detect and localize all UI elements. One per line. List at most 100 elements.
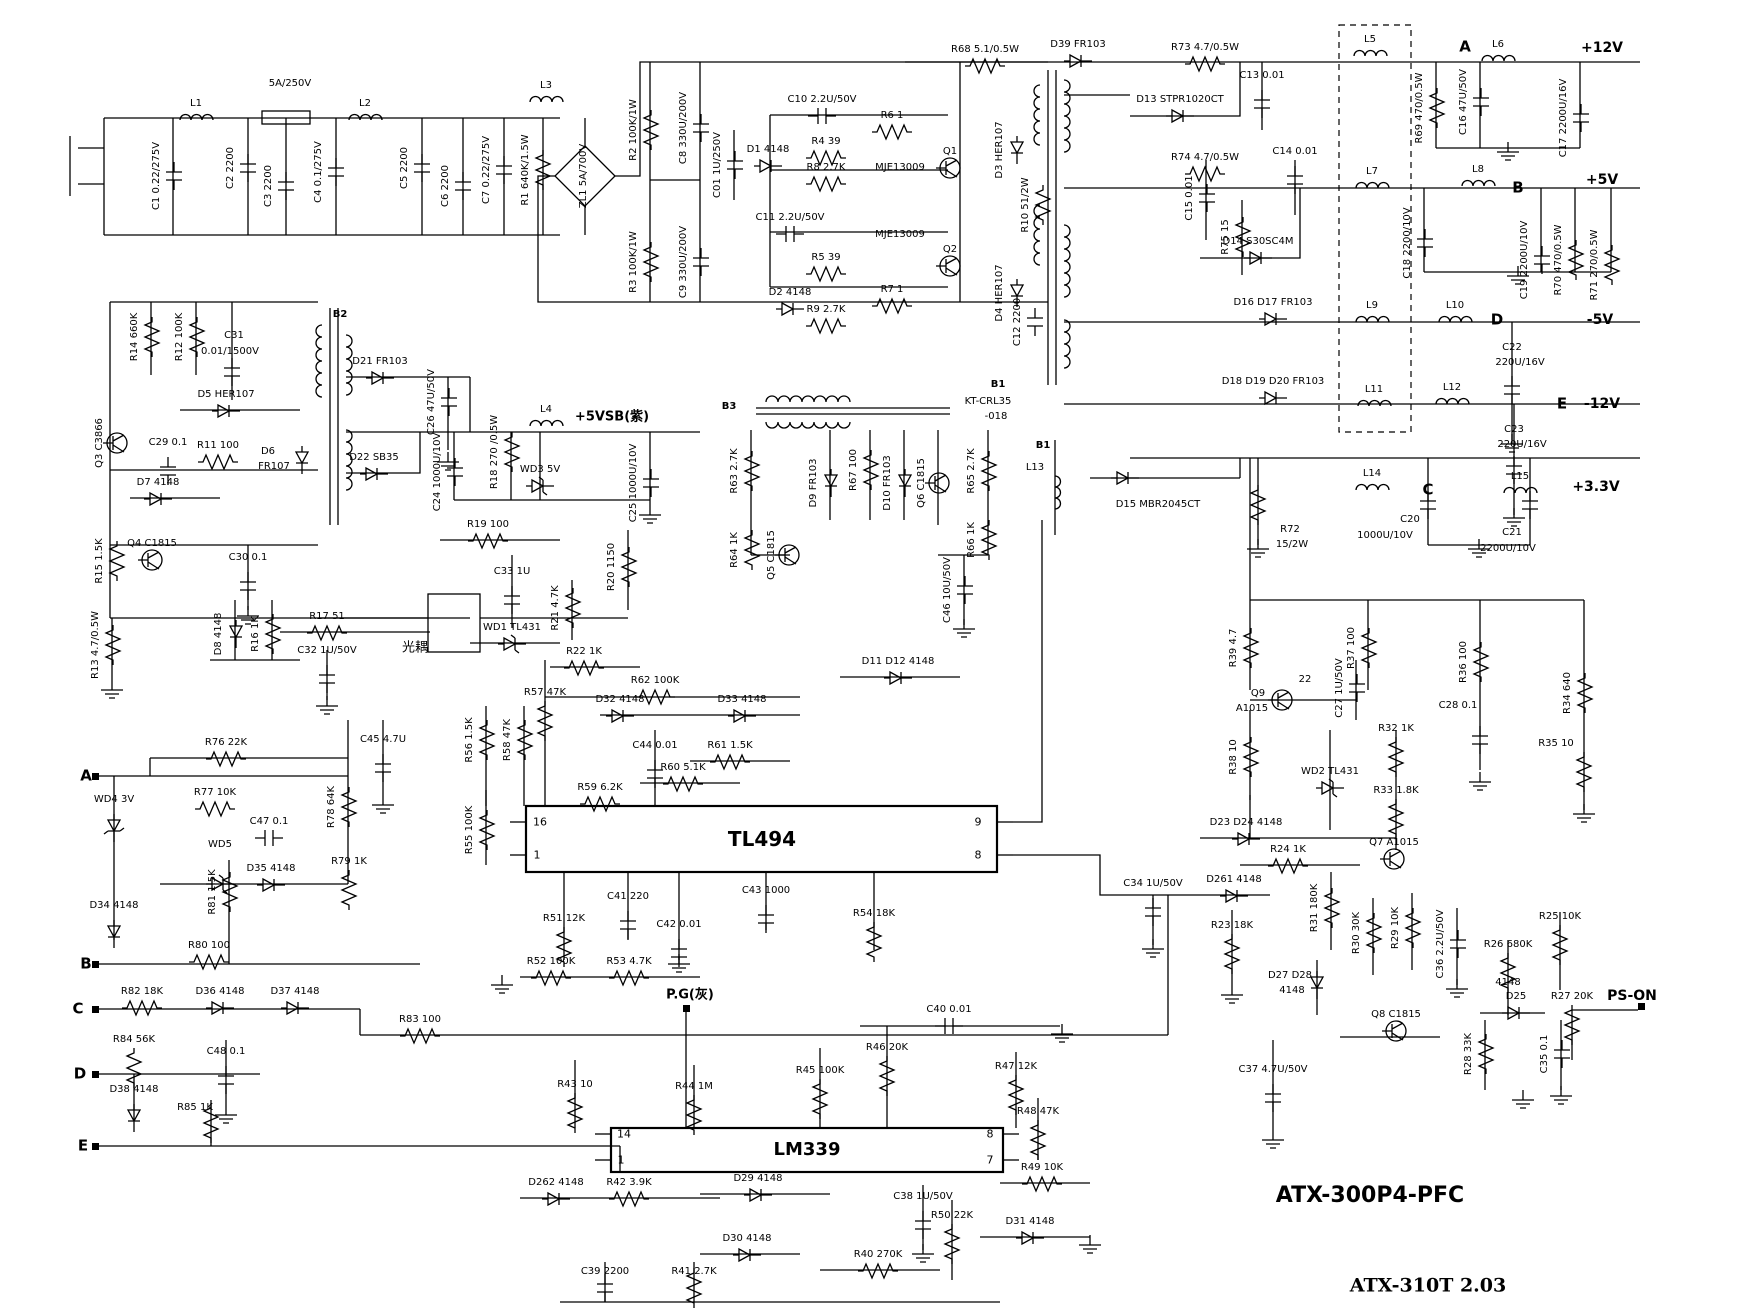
component-label-d18-d19-d20-fr103: D18 D19 D20 FR103: [1221, 376, 1325, 387]
component-label-c11-2.2u-50v: C11 2.2U/50V: [755, 212, 825, 223]
component-label-d37-4148: D37 4148: [270, 986, 320, 997]
component-label-r24-1k: R24 1K: [1270, 844, 1306, 855]
component-label-b2: B2: [332, 309, 348, 320]
component-label-r57-47k: R57 47K: [523, 687, 567, 698]
terminal-pin: [92, 773, 99, 780]
component-label-c36-2.2u-50v: C36 2.2U/50V: [1435, 909, 1446, 979]
component-label-d261-4148: D261 4148: [1206, 874, 1262, 885]
component-label-r23-18k: R23 18K: [1210, 920, 1254, 931]
component-label-c: C: [1422, 480, 1434, 499]
component-label-c01-1u-250v: C01 1U/250V: [712, 132, 723, 198]
terminal-pin: [683, 1005, 690, 1012]
component-label-text: 光耦: [401, 640, 429, 656]
component-label-15-2w: 15/2W: [1275, 539, 1309, 550]
component-label-r64-1k: R64 1K: [729, 532, 740, 568]
component-label-d25: D25: [1505, 991, 1527, 1002]
component-label-c22: C22: [1502, 342, 1522, 353]
component-label-d8-4148: D8 4148: [213, 612, 224, 656]
component-label-d15-mbr2045ct: D15 MBR2045CT: [1115, 499, 1201, 510]
component-label-q4-c1815: Q4 C1815: [127, 538, 177, 549]
component-label-r5-39: R5 39: [811, 252, 841, 263]
component-label-r48-47k: R48 47K: [1016, 1106, 1060, 1117]
component-label-d11-d12-4148: D11 D12 4148: [861, 656, 935, 667]
component-label-r80-100: R80 100: [188, 940, 230, 951]
component-label-c33-1u: C33 1U: [493, 566, 531, 577]
component-label-c27-1u-50v: C27 1U/50V: [1334, 658, 1345, 718]
component-label-c35-0.1: C35 0.1: [1539, 1034, 1550, 1074]
component-label-r44-1m: R44 1M: [675, 1081, 713, 1092]
component-label-r7-1: R7 1: [880, 284, 904, 295]
component-label-r11-100: R11 100: [197, 440, 239, 451]
component-label-r65-2.7k: R65 2.7K: [966, 448, 977, 494]
component-label-+5v: +5V: [1585, 172, 1619, 188]
component-label-d31-4148: D31 4148: [1005, 1216, 1055, 1227]
component-label-c31: C31: [224, 330, 244, 341]
component-label-a: A: [80, 766, 92, 785]
component-label-wd3-5v: WD3 5V: [519, 464, 561, 475]
component-label-r77-10k: R77 10K: [193, 787, 237, 798]
component-label-r18-270-0.5w: R18 270 /0.5W: [489, 414, 500, 490]
component-label-1: 1: [617, 1153, 625, 1167]
component-label-c21: C21: [1502, 527, 1522, 538]
component-label-d36-4148: D36 4148: [195, 986, 245, 997]
component-label-q2: Q2: [942, 244, 958, 255]
component-label-r4-39: R4 39: [811, 136, 841, 147]
component-label-r50-22k: R50 22K: [930, 1210, 974, 1221]
component-label-9: 9: [974, 815, 982, 829]
component-label-d6: D6: [260, 446, 276, 457]
component-label-r73-4.7-0.5w: R73 4.7/0.5W: [1171, 42, 1239, 53]
component-label-r40-270k: R40 270K: [853, 1249, 903, 1260]
component-label-c45-4.7u: C45 4.7U: [359, 734, 407, 745]
component-label-r6-1: R6 1: [880, 110, 904, 121]
component-label-8: 8: [974, 848, 982, 862]
component-label-b1: B1: [990, 379, 1006, 390]
component-label-l15: L15: [1510, 471, 1530, 482]
component-label-4148: 4148: [1495, 977, 1521, 988]
component-label-d4-her107: D4 HER107: [994, 264, 1005, 322]
component-label-c1-0.22-275v: C1 0.22/275V: [151, 141, 162, 211]
component-label-c13-0.01: C13 0.01: [1239, 70, 1285, 81]
component-label-c17-2200u-16v: C17 2200U/16V: [1558, 78, 1569, 158]
component-label-atx-310t-2.03: ATX-310T 2.03: [1349, 1274, 1507, 1297]
component-label-c5-2200: C5 2200: [399, 147, 410, 189]
component-label-16: 16: [533, 815, 547, 829]
component-label-r20-1150: R20 1150: [606, 542, 617, 592]
component-label-d9-fr103: D9 FR103: [808, 458, 819, 508]
component-label-d3-her107: D3 HER107: [994, 121, 1005, 179]
component-label-d23-d24-4148: D23 D24 4148: [1209, 817, 1283, 828]
component-label-d14-s30sc4m: D14 S30SC4M: [1222, 236, 1294, 247]
component-label-r21-4.7k: R21 4.7K: [550, 585, 561, 631]
component-label-a: A: [1459, 37, 1471, 56]
component-label-r83-100: R83 100: [399, 1014, 441, 1025]
component-label-4148: 4148: [1279, 985, 1305, 996]
component-label-d262-4148: D262 4148: [528, 1177, 584, 1188]
component-label-r22-1k: R22 1K: [566, 646, 602, 657]
component-label-r9-2.7k: R9 2.7K: [806, 304, 846, 315]
component-label-r38-10: R38 10: [1228, 739, 1239, 775]
component-label-c42-0.01: C42 0.01: [656, 919, 702, 930]
component-label-018: -018: [984, 411, 1008, 422]
component-label-r79-1k: R79 1K: [331, 856, 367, 867]
component-label-l1: L1: [190, 98, 202, 109]
component-label-l8: L8: [1472, 164, 1484, 175]
component-label-a1015: A1015: [1235, 703, 1269, 714]
component-label-wd5: WD5: [208, 839, 232, 850]
component-label-r42-3.9k: R42 3.9K: [606, 1177, 652, 1188]
component-label-c40-0.01: C40 0.01: [926, 1004, 972, 1015]
component-label-d: D: [73, 1064, 87, 1083]
terminal-pin: [92, 1006, 99, 1013]
component-label-d: D: [1490, 310, 1504, 329]
component-label-1: 1: [533, 848, 541, 862]
component-label-b: B: [1512, 178, 1524, 197]
component-label-d13-stpr1020ct: D13 STPR1020CT: [1136, 94, 1224, 105]
component-label-r52-100k: R52 100K: [526, 956, 576, 967]
component-label-r35-10: R35 10: [1538, 738, 1574, 749]
component-label-7: 7: [986, 1153, 994, 1167]
component-label-q7-a1015: Q7 A1015: [1369, 837, 1419, 848]
component-label-5v: -5V: [1586, 312, 1614, 328]
component-label-12v: -12V: [1583, 396, 1621, 412]
component-label-d21-fr103: D21 FR103: [352, 356, 408, 367]
component-label-r1-640k-1.5w: R1 640K/1.5W: [520, 134, 531, 206]
component-label-5a-250v: 5A/250V: [268, 78, 312, 89]
